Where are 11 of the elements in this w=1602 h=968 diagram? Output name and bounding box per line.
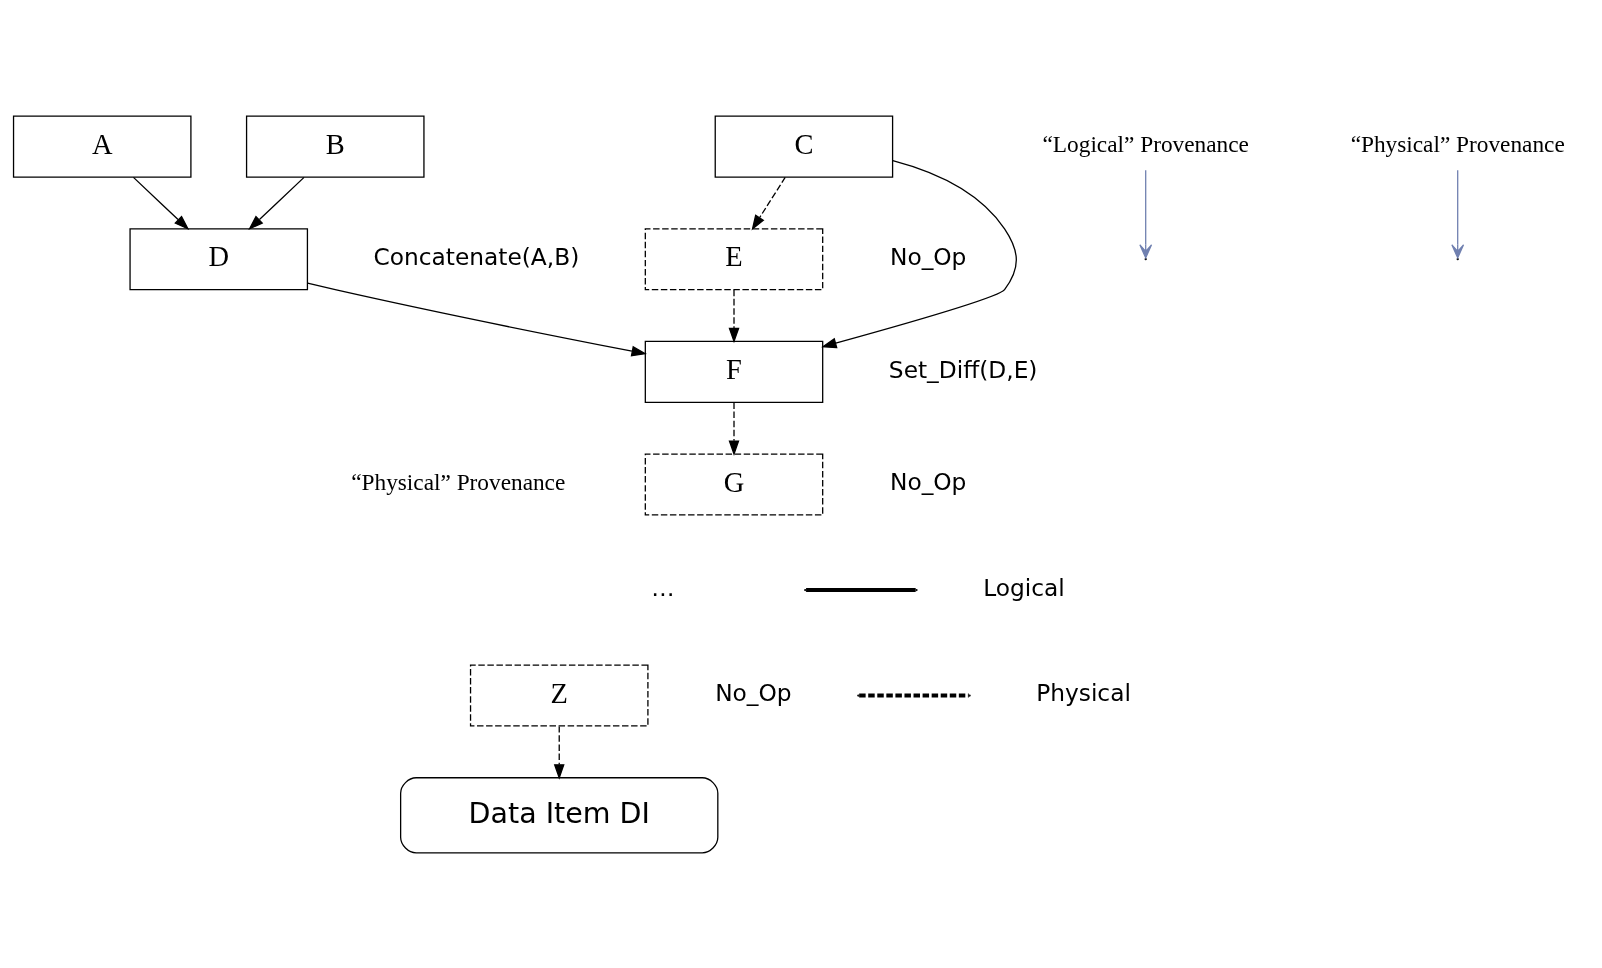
label: … bbox=[651, 573, 675, 601]
node-label: No_Op bbox=[889, 467, 967, 495]
label: “Physical” Provenance bbox=[351, 468, 566, 495]
node-text: “Logical” Provenance bbox=[1042, 130, 1249, 157]
node-label: Set_Diff(D,E) bbox=[888, 355, 1038, 383]
legend-label: Physical bbox=[1036, 678, 1131, 706]
node-label: Concatenate(A,B) bbox=[373, 242, 580, 270]
node-label: No_Op bbox=[889, 242, 967, 270]
node-label: No_Op bbox=[715, 678, 792, 706]
legend-label: Logical bbox=[983, 573, 1065, 601]
node-text: “Physical” Provenance bbox=[1350, 130, 1565, 157]
